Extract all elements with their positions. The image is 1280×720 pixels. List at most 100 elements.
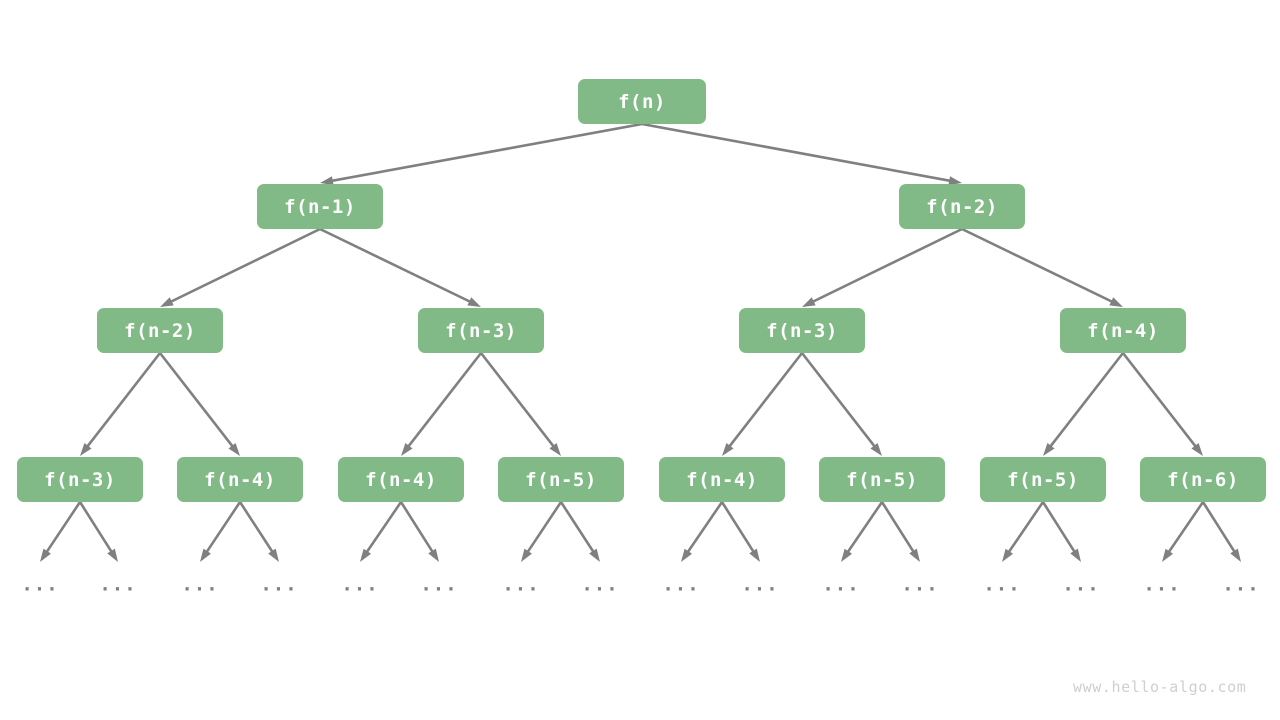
- edge-arrowhead: [681, 548, 693, 562]
- edge-arrowhead: [909, 548, 920, 562]
- edge-arrowhead: [1162, 548, 1174, 562]
- ellipsis-marker-e5: ...: [420, 573, 458, 596]
- ellipsis-marker-e8: ...: [662, 573, 700, 596]
- ellipsis-marker-e0: ...: [21, 573, 59, 596]
- watermark: www.hello-algo.com: [1073, 678, 1247, 696]
- edge-line: [845, 501, 884, 555]
- edge-line: [204, 501, 242, 555]
- edge-arrowhead: [40, 548, 51, 562]
- tree-node-n7: f(n-3): [17, 457, 143, 502]
- tree-node-label: f(n-4): [1087, 319, 1159, 342]
- edge-line: [727, 352, 804, 449]
- edge-line: [1121, 352, 1198, 449]
- ellipsis-marker-e7: ...: [581, 573, 619, 596]
- edge-arrowhead: [589, 548, 600, 562]
- edge-line: [720, 501, 756, 555]
- edge-line: [44, 501, 82, 555]
- edge-arrowhead: [160, 297, 174, 307]
- tree-node-n2: f(n-2): [899, 184, 1025, 229]
- edge-arrowhead: [401, 442, 413, 456]
- edge-arrowhead: [107, 548, 118, 562]
- ellipsis-marker-e14: ...: [1143, 573, 1181, 596]
- edge-arrowhead: [428, 548, 439, 562]
- ellipsis-marker-e1: ...: [99, 573, 137, 596]
- edge-arrowhead: [80, 442, 92, 456]
- edge-line: [800, 352, 877, 449]
- tree-node-n4: f(n-3): [418, 308, 544, 353]
- edge-arrowhead: [467, 297, 481, 307]
- edge-arrowhead: [268, 548, 279, 562]
- tree-node-n13: f(n-5): [980, 457, 1106, 502]
- edge-arrowhead: [200, 548, 211, 562]
- ellipsis-marker-e2: ...: [181, 573, 219, 596]
- edge-arrowhead: [1191, 442, 1203, 456]
- edge-line: [78, 501, 114, 555]
- tree-node-label: f(n-4): [686, 468, 758, 491]
- tree-node-label: f(n-5): [525, 468, 597, 491]
- tree-node-n3: f(n-2): [97, 308, 223, 353]
- edge-line: [158, 352, 235, 449]
- ellipsis-marker-e6: ...: [502, 573, 540, 596]
- edge-line: [685, 501, 724, 555]
- edge-line: [961, 227, 1115, 304]
- tree-node-n12: f(n-5): [819, 457, 945, 502]
- edge-arrowhead: [870, 442, 882, 456]
- ellipsis-marker-e10: ...: [822, 573, 860, 596]
- tree-node-label: f(n-4): [365, 468, 437, 491]
- ellipsis-marker-e4: ...: [341, 573, 379, 596]
- edge-line: [399, 501, 435, 555]
- ellipsis-marker-e12: ...: [983, 573, 1021, 596]
- tree-node-n0: f(n): [578, 79, 706, 124]
- edge-line: [1006, 501, 1045, 555]
- ellipsis-marker-e9: ...: [741, 573, 779, 596]
- tree-node-n5: f(n-3): [739, 308, 865, 353]
- edge-arrowhead: [1109, 297, 1123, 307]
- tree-node-label: f(n-3): [445, 319, 517, 342]
- edge-arrowhead: [228, 442, 240, 456]
- edge-line: [1166, 501, 1205, 555]
- tree-node-label: f(n-3): [766, 319, 838, 342]
- tree-node-n14: f(n-6): [1140, 457, 1266, 502]
- edge-line: [364, 501, 403, 555]
- ellipsis-marker-e15: ...: [1222, 573, 1260, 596]
- tree-node-label: f(n-3): [44, 468, 116, 491]
- edge-arrowhead: [1043, 442, 1055, 456]
- edge-line: [406, 352, 483, 449]
- tree-node-label: f(n-1): [284, 195, 356, 218]
- edge-line: [319, 227, 473, 304]
- edge-line: [1041, 501, 1077, 555]
- edge-arrowhead: [841, 548, 853, 562]
- tree-node-label: f(n-2): [124, 319, 196, 342]
- tree-node-label: f(n-2): [926, 195, 998, 218]
- edge-arrowhead: [1070, 548, 1081, 562]
- edge-line: [1201, 501, 1237, 555]
- tree-node-label: f(n-5): [846, 468, 918, 491]
- edge-line: [641, 122, 953, 183]
- tree-node-n9: f(n-4): [338, 457, 464, 502]
- edge-arrowhead: [360, 548, 372, 562]
- edge-arrowhead: [1230, 548, 1241, 562]
- edge-arrowhead: [749, 548, 760, 562]
- ellipsis-marker-e13: ...: [1062, 573, 1100, 596]
- edge-line: [238, 501, 275, 555]
- tree-node-n10: f(n-5): [498, 457, 624, 502]
- tree-node-n6: f(n-4): [1060, 308, 1186, 353]
- edge-line: [880, 501, 916, 555]
- edge-arrowhead: [802, 297, 816, 307]
- edge-line: [479, 352, 556, 449]
- tree-node-label: f(n-6): [1167, 468, 1239, 491]
- edge-line: [525, 501, 563, 555]
- ellipsis-marker-e11: ...: [901, 573, 939, 596]
- edge-line: [1048, 352, 1125, 449]
- edge-arrowhead: [722, 442, 734, 456]
- tree-node-label: f(n-5): [1007, 468, 1079, 491]
- ellipsis-marker-e3: ...: [260, 573, 298, 596]
- edge-line: [810, 227, 963, 304]
- edge-line: [329, 122, 643, 183]
- edge-line: [85, 352, 162, 449]
- tree-node-n1: f(n-1): [257, 184, 383, 229]
- edge-arrowhead: [549, 442, 561, 456]
- edge-arrowhead: [521, 548, 532, 562]
- tree-node-n11: f(n-4): [659, 457, 785, 502]
